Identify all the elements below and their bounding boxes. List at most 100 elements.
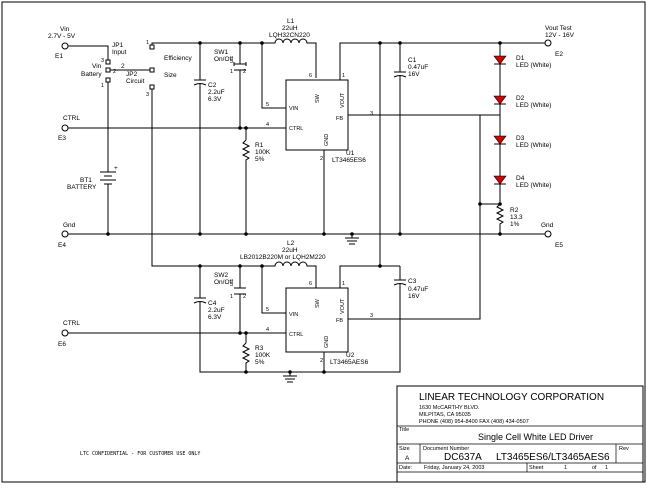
d4-label: LED (White): [516, 182, 551, 189]
d3-ref: D3: [516, 135, 525, 142]
ic-u1: VIN CTRL SW VOUT GND FB U1 LT3465ES6: [276, 79, 366, 164]
sw2-label: On/Off: [214, 279, 233, 286]
jp2-size-label: Size: [164, 72, 177, 79]
jp2-pin: [149, 44, 155, 50]
jp1-pin-num: 1: [101, 83, 104, 89]
wire: [339, 265, 400, 288]
jp2-pin: [149, 84, 155, 90]
u1-sw-pin: SW: [315, 93, 321, 103]
u1-pin5: 5: [266, 102, 269, 108]
led-d4: D4 LED (White): [493, 175, 551, 189]
c4-ref: C4: [208, 300, 217, 307]
of-label: of: [592, 465, 597, 471]
ctrl1-label: CTRL: [63, 115, 80, 122]
terminal-e5: [544, 230, 552, 238]
c1-voltage: 16V: [408, 71, 420, 78]
u2-part: LT3465AES6: [330, 359, 369, 366]
cap-plate: [393, 283, 407, 286]
jp2-ref: JP2: [126, 71, 138, 78]
e5-label: E5: [555, 242, 563, 249]
sheet-label: Sheet: [529, 465, 544, 471]
sw1-label: On/Off: [214, 56, 233, 63]
sheet-value: 1: [564, 465, 567, 471]
date-value: Friday, January 24, 2003: [424, 465, 484, 471]
jumper-jp2: JP2 Circuit 1 3 Efficiency Size: [126, 40, 192, 98]
r2-tol: 1%: [510, 221, 520, 228]
resistor-r2: R2 13.3 1%: [495, 203, 523, 234]
gnd-right-terminal: Gnd E5: [541, 222, 563, 249]
jp1-label: Input: [112, 49, 127, 56]
c4-value: 2.2uF: [208, 307, 225, 314]
gnd-left-label: Gnd: [63, 222, 76, 229]
switch-sw2: SW2 On/Off 1 2 3: [214, 266, 246, 300]
ctrl2-label: CTRL: [63, 320, 80, 327]
jp2-pin: [149, 67, 155, 73]
u1-ref: U1: [346, 150, 355, 157]
u1-pin1: 1: [342, 73, 345, 79]
u2-vout-pin: VOUT: [340, 298, 346, 314]
junction: [244, 370, 248, 374]
jp2-pin-num: 1: [146, 40, 149, 46]
capacitor-c4: C4 2.2uF 6.3V: [193, 297, 225, 321]
resistor-r1: R1 100K 5%: [241, 139, 271, 234]
battery-plus: +: [114, 165, 118, 172]
led-triangle: [493, 175, 507, 185]
wire: [324, 284, 401, 373]
battery-bt1: + BT1 BATTERY: [67, 165, 118, 191]
jp1-pin: [105, 67, 111, 73]
resistor-r3: R3 100K 5%: [241, 342, 271, 372]
u1-vout-pin: VOUT: [340, 92, 346, 108]
u1-pin6: 6: [309, 73, 312, 79]
title-block-frame: [396, 385, 644, 483]
jp1-ref: JP1: [112, 42, 124, 49]
ic-u2: VIN CTRL SW VOUT GND FB U2 LT3465AES6: [276, 287, 369, 366]
ic-u1-body: [285, 79, 349, 151]
d3-label: LED (White): [516, 142, 551, 149]
sw2-pin-num: 2: [243, 294, 246, 300]
l1-ref: L1: [287, 18, 295, 25]
sw1-pin-num: 2: [243, 69, 246, 75]
ground-symbol: [345, 234, 359, 245]
u2-pin2: 2: [320, 358, 323, 364]
led-triangle: [493, 135, 507, 145]
r3-ref: R3: [255, 345, 264, 352]
c2-ref: C2: [208, 82, 217, 89]
c2-value: 2.2uF: [208, 89, 225, 96]
junction: [244, 331, 248, 335]
title-label: Title: [399, 427, 409, 433]
jp2-label: Circuit: [126, 78, 145, 85]
vout-label: Vout Test: [545, 25, 572, 32]
u2-fb-pin: FB: [336, 318, 343, 324]
address-line2: MILPITAS, CA 95035: [419, 412, 471, 418]
resistor-zigzag: [241, 139, 251, 234]
d1-label: LED (White): [516, 62, 551, 69]
sw2-pin-num: 3: [230, 282, 233, 288]
u2-pin5: 5: [266, 307, 269, 313]
r1-tol: 5%: [255, 156, 265, 163]
l2-ref: L2: [287, 240, 295, 247]
wire: [151, 89, 262, 267]
r1-ref: R1: [255, 142, 264, 149]
u1-pin2: 2: [320, 156, 323, 162]
company-name: LINEAR TECHNOLOGY CORPORATION: [419, 392, 604, 403]
inductor-l1: L1 22uH LQH32CN220: [262, 18, 317, 78]
wire: [339, 42, 500, 80]
gnd-right-label: Gnd: [541, 222, 554, 229]
sheet-total: 1: [605, 465, 608, 471]
ctrl2-terminal: CTRL E6: [58, 320, 80, 348]
u2-gnd-pin: GND: [324, 336, 330, 348]
d2-ref: D2: [516, 95, 525, 102]
c3-value: 0.47uF: [408, 286, 428, 293]
phone-fax: PHONE (408) 954-8400 FAX (408) 434-0507: [419, 419, 529, 425]
jp2-pin-num: 3: [146, 92, 149, 98]
u1-pin4: 4: [266, 122, 269, 128]
ic-u2-body: [285, 287, 349, 353]
wire: [151, 42, 262, 45]
u1-part: LT3465ES6: [332, 157, 366, 164]
e3-label: E3: [58, 135, 66, 142]
jp2-efficiency-label: Efficiency: [164, 55, 192, 62]
title-block: LINEAR TECHNOLOGY CORPORATION 1630 McCAR…: [396, 385, 644, 483]
wire: [68, 45, 109, 60]
led-triangle: [493, 55, 507, 65]
jp1-pin: [105, 77, 111, 83]
